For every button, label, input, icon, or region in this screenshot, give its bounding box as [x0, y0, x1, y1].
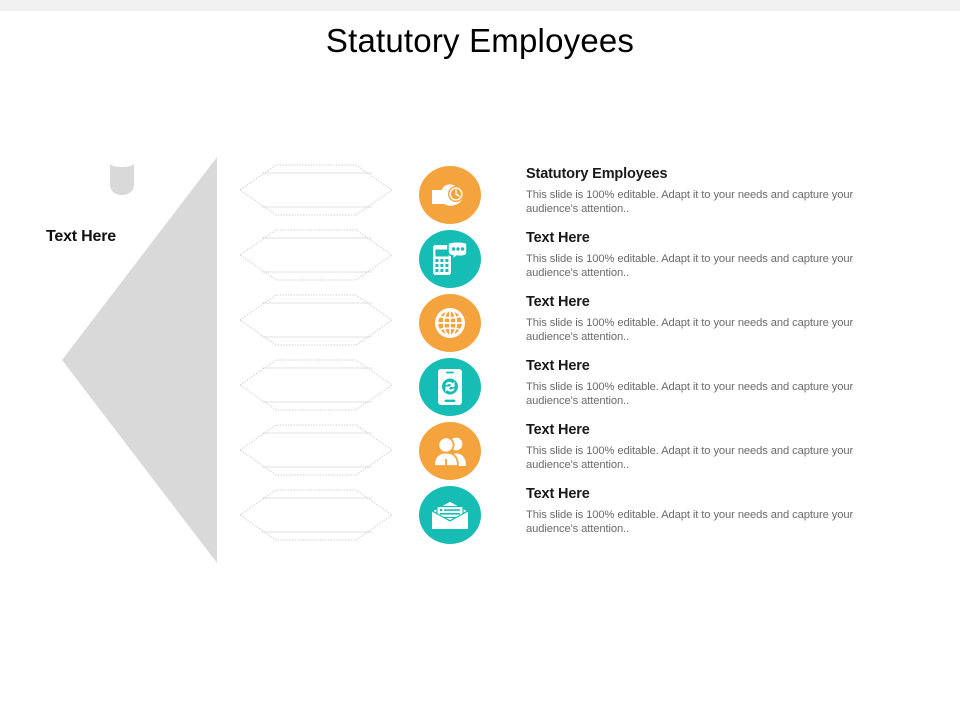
left-triangle-panel	[62, 157, 220, 563]
list-item: Text Here This slide is 100% editable. A…	[526, 294, 898, 345]
item-heading: Text Here	[526, 422, 590, 438]
item-body: This slide is 100% editable. Adapt it to…	[526, 444, 854, 472]
left-triangle-shape	[62, 157, 217, 563]
globe-icon[interactable]	[419, 294, 481, 352]
chevron-shape	[239, 489, 393, 541]
chevron-shape	[239, 294, 393, 346]
smartphone-transfer-icon[interactable]	[419, 358, 481, 416]
list-item: Text Here This slide is 100% editable. A…	[526, 230, 898, 281]
hand-holding-coin-icon[interactable]	[419, 166, 481, 224]
item-body: This slide is 100% editable. Adapt it to…	[526, 316, 854, 344]
chevron-stack	[238, 163, 396, 559]
item-body: This slide is 100% editable. Adapt it to…	[526, 508, 854, 536]
item-heading: Statutory Employees	[526, 166, 668, 182]
item-body: This slide is 100% editable. Adapt it to…	[526, 380, 854, 408]
item-body: This slide is 100% editable. Adapt it to…	[526, 188, 854, 216]
top-band	[0, 0, 960, 11]
item-heading: Text Here	[526, 358, 590, 374]
icon-column	[419, 166, 483, 566]
chevron-shape	[239, 229, 393, 281]
list-item: Text Here This slide is 100% editable. A…	[526, 358, 898, 409]
list-item: Text Here This slide is 100% editable. A…	[526, 486, 898, 537]
item-body: This slide is 100% editable. Adapt it to…	[526, 252, 854, 280]
chevron-shape	[239, 359, 393, 411]
chevron-shape	[239, 424, 393, 476]
list-item: Text Here This slide is 100% editable. A…	[526, 422, 898, 473]
chevron-shape	[239, 164, 393, 216]
page-title: Statutory Employees	[325, 22, 635, 59]
item-heading: Text Here	[526, 486, 590, 502]
avatar	[84, 142, 160, 220]
open-envelope-icon[interactable]	[419, 486, 481, 544]
item-heading: Text Here	[526, 230, 590, 246]
list-item: Statutory Employees This slide is 100% e…	[526, 166, 898, 217]
two-people-icon[interactable]	[419, 422, 481, 480]
item-heading: Text Here	[526, 294, 590, 310]
phone-chat-bubble-icon[interactable]	[419, 230, 481, 288]
left-panel-label: Text Here	[46, 228, 116, 245]
